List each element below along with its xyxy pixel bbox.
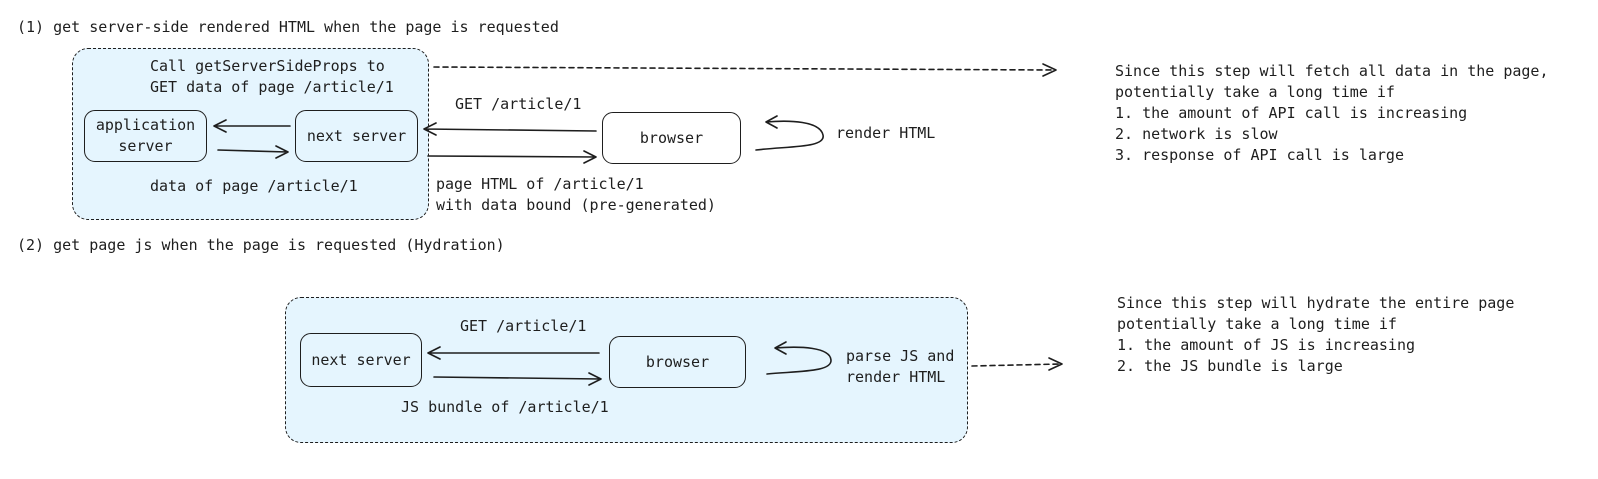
step1-next-server-label: next server: [306, 126, 407, 145]
step2-note-line: potentially take a long time if: [1117, 315, 1397, 333]
step1-response-label-line: with data bound (pre-generated): [436, 196, 716, 214]
step1-response-label: page HTML of /article/1 with data bound …: [436, 174, 716, 216]
step2-response-label: JS bundle of /article/1: [401, 398, 609, 416]
step2-browser-node: browser: [609, 336, 746, 388]
step1-note-line: 2. network is slow: [1115, 125, 1278, 143]
step1-arrow-html-response: [427, 150, 597, 164]
step1-request-label: GET /article/1: [455, 95, 582, 113]
step1-application-server-label: application server: [95, 116, 196, 155]
step1-region-note: Call getServerSideProps to GET data of p…: [150, 56, 394, 98]
step1-application-server-node: application server: [84, 110, 207, 162]
step1-note-arrow-head: [1042, 63, 1057, 77]
step1-data-label: data of page /article/1: [150, 177, 358, 195]
step1-loop-label: render HTML: [836, 124, 936, 142]
step1-note-line: potentially take a long time if: [1115, 83, 1395, 101]
step1-note-line: Since this step will fetch all data in t…: [1115, 62, 1549, 80]
step2-note-line: 2. the JS bundle is large: [1117, 357, 1343, 375]
step2-note-line: 1. the amount of JS is increasing: [1117, 336, 1416, 354]
step1-note-arrow: [433, 66, 1055, 71]
step1-title: (1) get server-side rendered HTML when t…: [17, 18, 559, 36]
step2-note-line: Since this step will hydrate the entire …: [1117, 294, 1515, 312]
step1-arrow-get-request: [423, 122, 597, 136]
step1-response-label-line: page HTML of /article/1: [436, 175, 644, 193]
step2-note-arrow-head: [1048, 357, 1063, 371]
step2-loop-label: parse JS and render HTML: [846, 346, 954, 388]
step1-note-line: 1. the amount of API call is increasing: [1115, 104, 1468, 122]
step1-note-line: 3. response of API call is large: [1115, 146, 1404, 164]
step1-region-note-line: Call getServerSideProps to: [150, 57, 385, 75]
step2-note: Since this step will hydrate the entire …: [1117, 293, 1514, 377]
step1-note: Since this step will fetch all data in t…: [1115, 61, 1548, 166]
step2-note-arrow: [971, 363, 1061, 367]
step1-next-server-node: next server: [295, 110, 418, 162]
step1-browser-label: browser: [639, 128, 704, 147]
step1-loop-arrow: [755, 115, 824, 151]
step2-next-server-label: next server: [311, 350, 411, 369]
step2-loop-label-line: parse JS and: [846, 347, 955, 365]
step2-next-server-node: next server: [300, 333, 422, 387]
step2-loop-label-line: render HTML: [846, 368, 946, 386]
step1-browser-node: browser: [602, 112, 741, 164]
step1-region-note-line: GET data of page /article/1: [150, 78, 394, 96]
step2-browser-label: browser: [645, 352, 710, 371]
step2-title: (2) get page js when the page is request…: [17, 236, 505, 254]
step2-request-label: GET /article/1: [460, 317, 587, 335]
